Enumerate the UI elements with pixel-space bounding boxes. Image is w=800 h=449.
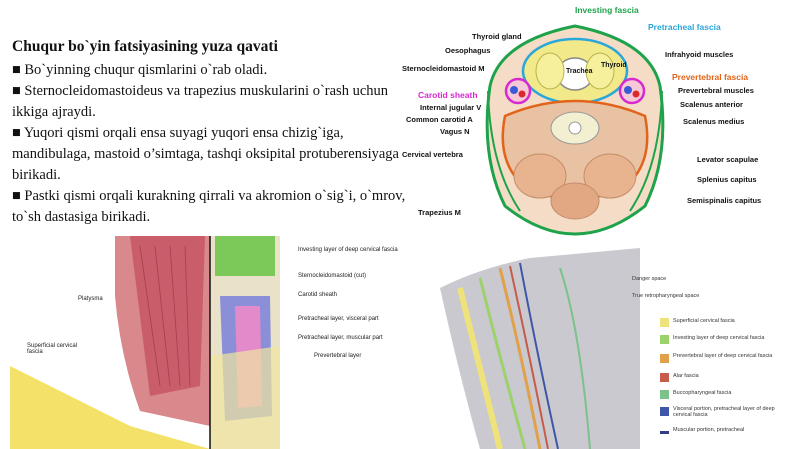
- label-oesophagus: Oesophagus: [445, 46, 491, 55]
- anterior-neck-diagram: [10, 236, 280, 449]
- label-scalenus-anterior: Scalenus anterior: [680, 100, 743, 109]
- bullet-3: ■ Yuqori qismi orqali ensa suyagi yuqori…: [12, 125, 399, 183]
- legend-swatch-6: [660, 407, 669, 416]
- slide-title: Chuqur bo`yin fatsiyasining yuza qavati: [12, 38, 278, 55]
- legend-swatch-2: [660, 335, 669, 344]
- label-pretracheal-muscular: Pretracheal layer, muscular part: [298, 335, 383, 341]
- legend-label-7: Muscular portion, pretracheal: [673, 427, 745, 433]
- label-semispinalis: Semispinalis capitus: [687, 196, 762, 205]
- label-prevertebral-layer: Prevertebral layer: [314, 353, 362, 359]
- label-scm: Sternocleidomastoid M: [402, 64, 485, 73]
- legend-swatch-4: [660, 373, 669, 382]
- label-pretracheal-fascia: Pretracheal fascia: [648, 22, 721, 32]
- label-common-carotid: Common carotid A: [406, 115, 473, 124]
- label-investing-fascia: Investing fascia: [575, 5, 639, 15]
- label-thyroid-gland: Thyroid gland: [472, 32, 522, 41]
- bullet-1: ■ Bo`yinning chuqur qismlarini o`rab ola…: [12, 62, 268, 78]
- label-platysma: Platysma: [78, 296, 103, 302]
- label-carotid-sheath-2: Carotid sheath: [298, 292, 338, 298]
- label-scalenus-medius: Scalenus medius: [683, 117, 745, 126]
- label-internal-jugular: Internal jugular V: [420, 103, 482, 112]
- sagittal-neck-diagram: [440, 248, 660, 449]
- label-vagus: Vagus N: [440, 127, 470, 136]
- cross-section-diagram: [485, 24, 665, 236]
- label-trapezius: Trapezius M: [418, 208, 461, 217]
- label-superficial-fascia: Superficial cervical fascia: [27, 343, 78, 355]
- label-splenius: Splenius capitus: [697, 175, 757, 184]
- label-prevertebral-fascia: Prevertebral fascia: [672, 72, 749, 82]
- label-cervical-vertebra: Cervical vertebra: [402, 150, 463, 159]
- legend-swatch-1: [660, 318, 669, 327]
- legend-swatch-5: [660, 390, 669, 399]
- label-retropharyngeal: True retropharyngeal space: [632, 293, 700, 299]
- label-thyroid-inner: Thyroid: [601, 62, 627, 69]
- legend-label-1: Superficial cervical fascia: [673, 318, 735, 324]
- legend-label-2: Investing layer of deep cervical fascia: [673, 335, 765, 341]
- label-pretracheal-visceral: Pretracheal layer, visceral part: [298, 316, 379, 322]
- label-trachea: Trachea: [566, 68, 593, 75]
- label-scm-cut: Sternocleidomastoid (cut): [298, 273, 367, 279]
- label-prevertebral-muscles: Prevertebral muscles: [678, 86, 754, 95]
- legend-swatch-3: [660, 354, 669, 363]
- legend-label-5: Buccopharyngeal fascia: [673, 390, 732, 396]
- legend-label-4: Alar fascia: [673, 373, 699, 379]
- legend-label-6: Visceral portion, pretracheal layer of d…: [673, 406, 775, 418]
- label-levator-scapulae: Levator scapulae: [697, 155, 759, 164]
- label-carotid-sheath: Carotid sheath: [418, 90, 478, 100]
- label-danger-space: Danger space: [632, 276, 667, 282]
- bullet-4: ■ Pastki qismi orqali kurakning qirrali …: [12, 188, 406, 225]
- label-investing-deep: Investing layer of deep cervical fascia: [298, 247, 398, 253]
- legend-swatch-7: [660, 431, 669, 434]
- label-infrahyoid: Infrahyoid muscles: [665, 50, 734, 59]
- legend-label-3: Prevertebral layer of deep cervical fasc…: [673, 353, 773, 359]
- bullet-2: ■ Sternocleidomastoideus va trapezius mu…: [12, 83, 389, 120]
